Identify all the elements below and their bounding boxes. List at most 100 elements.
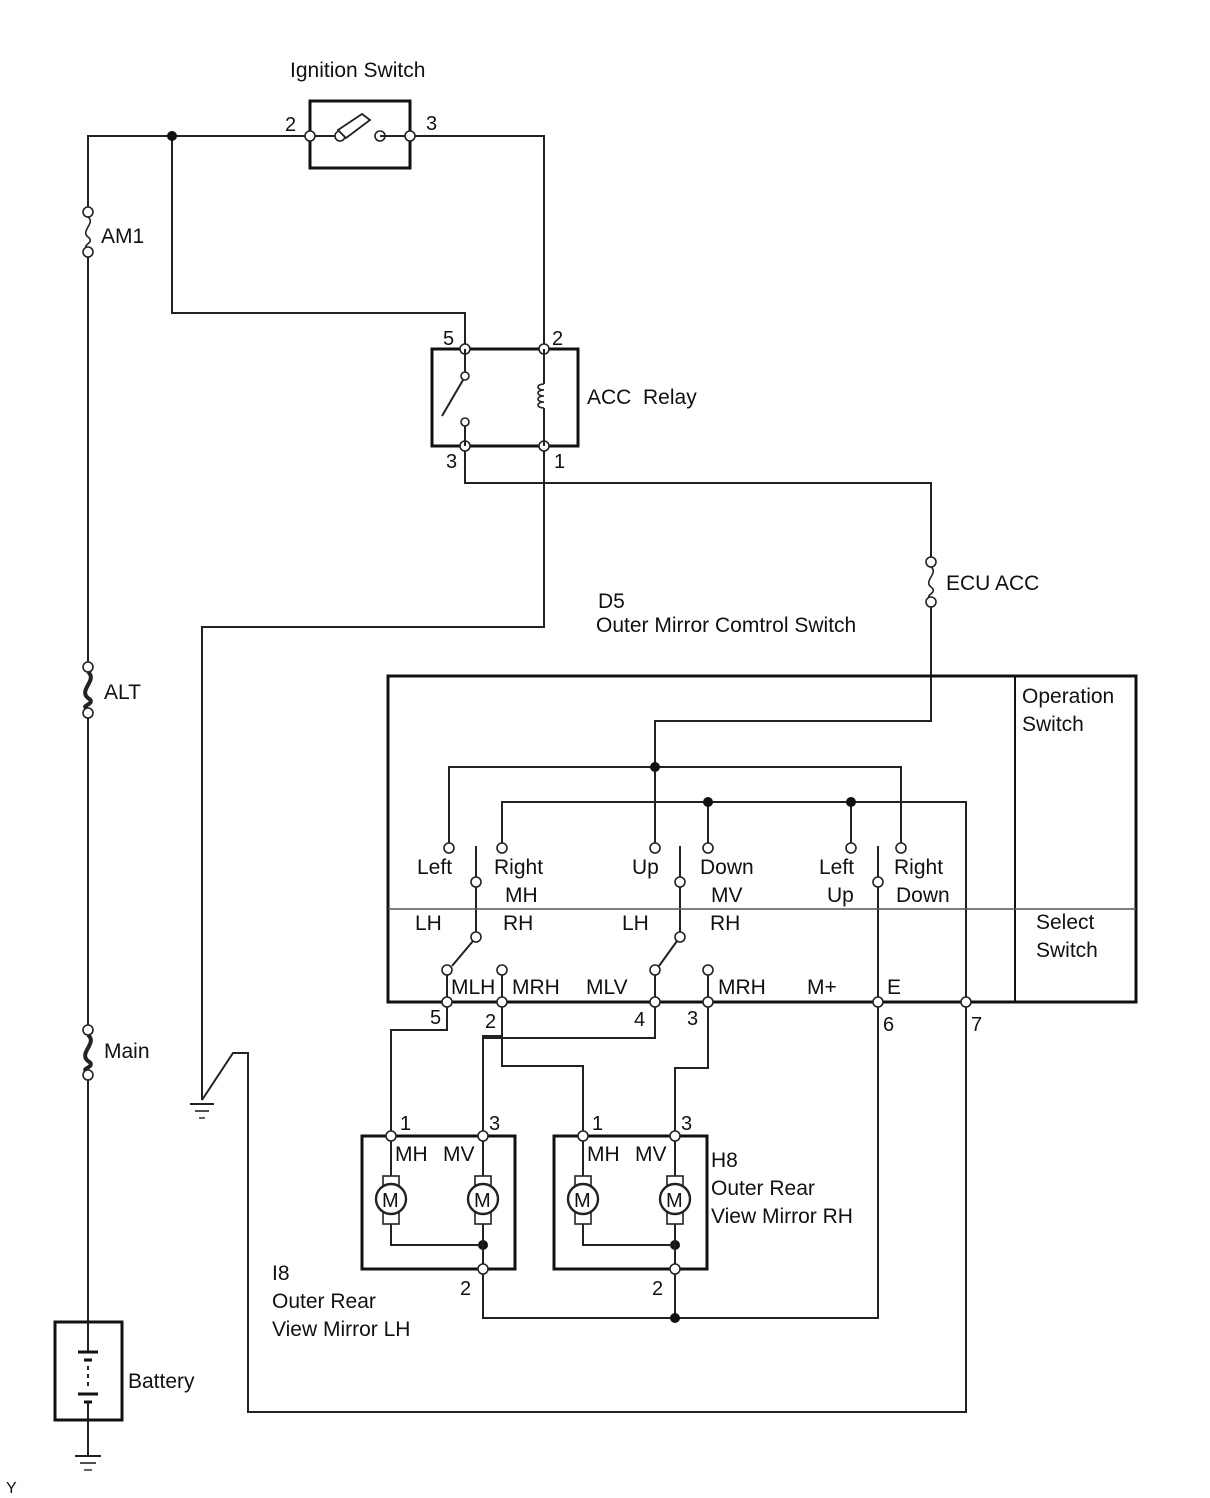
fuse-gap [923,560,939,604]
connector-pin [496,996,508,1008]
mirror-lh-code: I8 [272,1262,290,1285]
outer-mirror-control-switch: D5 Outer Mirror Comtrol Switch Operation… [386,590,1138,1036]
contact-up [649,842,661,854]
fuse-terminal [82,206,94,218]
motor-symbol: M [382,1190,399,1212]
ground-icon [75,1455,101,1471]
fuse-am1: AM1 [80,206,144,258]
motor-label: MH [587,1143,620,1166]
mirror-pin-number: 3 [681,1113,692,1135]
fuse-terminal [82,707,94,719]
motor-common-wire [390,1224,483,1246]
ignition-switch-label: Ignition Switch [290,59,425,82]
mh-label: MH [505,884,538,907]
motor-common-wire [582,1224,675,1246]
fuse-main: Main [80,1024,150,1081]
select-switch-label: Select Switch [1036,911,1100,962]
mirror-pin [669,1263,681,1275]
fuse-terminal [925,556,937,568]
mv-switch-pivot [674,876,686,888]
relay-switch-contact [460,371,470,381]
terminal-label: MRH [718,976,766,999]
mv-label: MV [711,884,743,907]
contact-right [496,842,508,854]
switch-outline [386,674,1138,1004]
select-lh-label: LH [622,912,649,935]
mirror-pin-number: 2 [460,1278,471,1300]
terminal-label: MLH [451,976,495,999]
motor-label: MH [395,1143,428,1166]
select-rh-label: RH [710,912,740,935]
ignition-terminal-2 [304,130,316,142]
relay-pin-5: 5 [443,328,454,350]
fuse-icon [84,216,92,250]
connector-pin-number: 2 [485,1011,496,1033]
mh-switch-pivot [470,876,482,888]
wire-mrh-lh3 [482,1002,503,1136]
mirror-lh-box [360,1134,517,1271]
connector-pin [872,996,884,1008]
contact-label: Right [894,856,943,879]
motor-symbol: M [666,1190,683,1212]
fusible-link-icon [83,670,93,710]
terminal-label: E [887,976,901,999]
contact-left [443,842,455,854]
motor-mh-icon [374,1182,408,1216]
mirror-lh-name: View Mirror LH [272,1318,410,1341]
select-switch-label-line: Switch [1036,939,1098,962]
contact-label: Left [417,856,452,879]
motor-symbol: M [574,1190,591,1212]
fuse-ecu-acc: ECU ACC [923,556,1039,608]
contact-right-down [895,842,907,854]
connector-pin-number: 5 [430,1007,441,1029]
fuse-ecu-acc-label: ECU ACC [946,572,1039,595]
select-rh-label: RH [503,912,533,935]
mirror-rh-box [552,1134,709,1271]
down-label: Down [896,884,950,907]
relay-pin-2: 2 [552,328,563,350]
select-switch-blade [451,940,474,967]
mirror-pin-number: 3 [489,1113,500,1135]
mirror-rh-name: Outer Rear [711,1177,815,1200]
wire-relay1-ground [201,446,545,1100]
mirror-rh-code: H8 [711,1149,738,1172]
mirror-pin-number: 1 [400,1113,411,1135]
connector-pin-number: 6 [883,1014,894,1036]
fuse-alt-label: ALT [104,681,141,704]
key-icon [336,112,372,140]
connector-pin [649,996,661,1008]
mirror-pin [385,1130,397,1142]
switch-code: D5 [598,590,625,613]
outer-rear-view-mirror-rh: M M MH MV 1 3 2 H8 Outer Rear View Mirro… [552,1113,853,1300]
battery-label: Battery [128,1370,195,1393]
fuse-terminal [82,246,94,258]
select-lh-label: LH [415,912,442,935]
fusible-link-icon [83,1033,93,1073]
fuse-gap [80,212,96,252]
junction-dot [703,797,713,807]
mirror-lh-name: Outer Rear [272,1290,376,1313]
ignition-pin-2: 2 [285,114,296,136]
mirror-pin-number: 1 [592,1113,603,1135]
motor-mv-icon [466,1182,500,1216]
select-switch-pivot [674,931,686,943]
connector-pin [960,996,972,1008]
acc-relay: ACC Relay 5 2 3 1 [430,328,697,473]
motor-label: MV [443,1143,475,1166]
fuse-terminal [82,1069,94,1081]
wire-mlh-lh1 [390,1002,448,1136]
junction-dot [846,797,856,807]
contact-label: Right [494,856,543,879]
mirror-pin [477,1130,489,1142]
connector-pin [441,996,453,1008]
ignition-switch: Ignition Switch 2 3 [285,59,437,170]
connector-pin-number: 7 [971,1014,982,1036]
wire-to-relay-pin5 [171,136,466,349]
junction-dot [650,762,660,772]
wire-mrh2-rh3 [674,1002,709,1136]
relay-coil-icon [537,383,545,409]
wire-op-right-down [501,801,967,1002]
fuse-icon [927,566,935,600]
connector-pin-number: 3 [687,1008,698,1030]
